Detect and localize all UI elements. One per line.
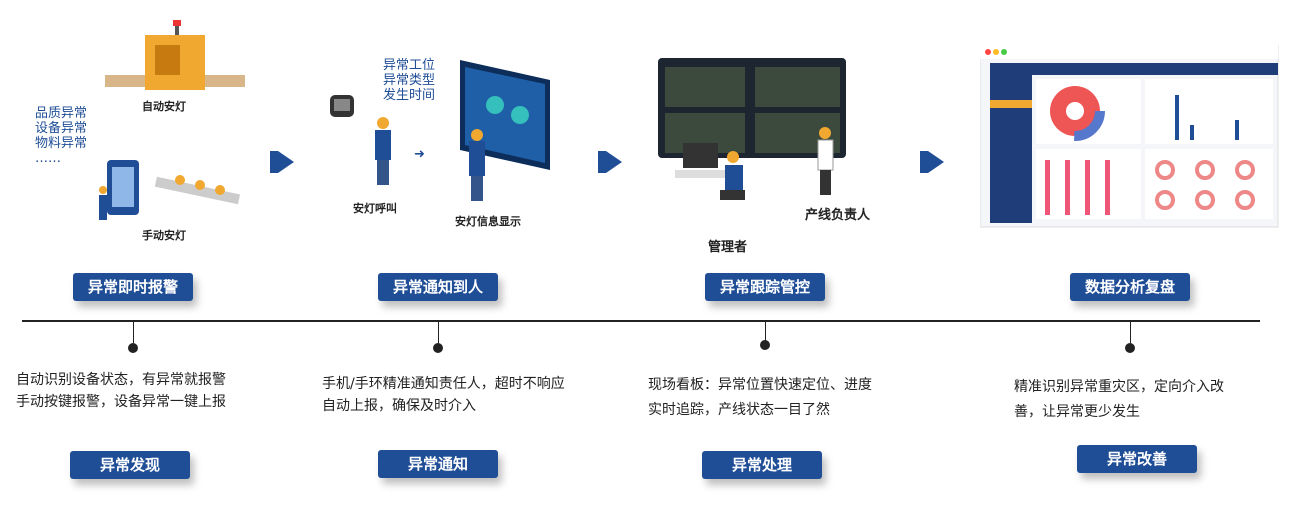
- phase-discover-button[interactable]: 异常发现: [70, 451, 190, 479]
- description-line: 精准识别异常重灾区，定向介入改善，让异常更少发生: [1014, 379, 1224, 420]
- exception-type: 品质异常: [35, 106, 88, 121]
- phase-improve-button[interactable]: 异常改善: [1077, 445, 1197, 473]
- andon-call-label: 安灯呼叫: [353, 202, 397, 215]
- timeline-line: [22, 320, 1260, 322]
- timeline-dot: [128, 343, 138, 353]
- timeline-dot: [1125, 343, 1135, 353]
- small-arrow-icon: ➜: [414, 147, 425, 162]
- exception-types-list: 品质异常 设备异常 物料异常 ……: [35, 106, 87, 166]
- description-line: 手动按键报警，设备异常一键上报: [16, 394, 226, 410]
- timeline-tick: [133, 321, 134, 343]
- stage-description: 自动识别设备状态，有异常就报警 手动按键报警，设备异常一键上报: [16, 369, 238, 413]
- timeline-dot: [433, 343, 443, 353]
- description-line: 自动识别设备状态，有异常就报警: [16, 372, 226, 388]
- manual-andon-label: 手动安灯: [142, 229, 186, 242]
- stage-description: 现场看板：异常位置快速定位、进度实时追踪，产线状态一目了然: [648, 373, 876, 423]
- timeline-tick: [765, 321, 766, 343]
- flow-arrow-icon: [920, 151, 944, 173]
- andon-display-label: 安灯信息显示: [455, 215, 521, 228]
- notify-field: 异常类型: [383, 73, 436, 88]
- exception-type: 物料异常: [35, 136, 88, 151]
- exception-type: 设备异常: [35, 121, 88, 136]
- stage-title-notify[interactable]: 异常通知到人: [378, 273, 498, 301]
- notify-field: 发生时间: [383, 88, 436, 103]
- timeline-tick: [1130, 321, 1131, 343]
- stage-description: 手机/手环精准通知责任人，超时不响应自动上报，确保及时介入: [322, 373, 572, 417]
- phase-handle-button[interactable]: 异常处理: [702, 451, 822, 479]
- notify-fields-list: 异常工位 异常类型 发生时间: [383, 58, 435, 103]
- flow-arrow-icon: [598, 151, 622, 173]
- control-room-illustration: [658, 58, 846, 200]
- description-line: 手机/手环精准通知责任人，超时不响应自动上报，确保及时介入: [322, 376, 565, 414]
- analytics-dashboard-illustration: [980, 45, 1279, 228]
- timeline-tick: [438, 321, 439, 343]
- stage-description: 精准识别异常重灾区，定向介入改善，让异常更少发生: [1014, 375, 1242, 425]
- worker-with-watch-illustration: [330, 95, 391, 185]
- notify-field: 异常工位: [383, 58, 436, 73]
- line-owner-label: 产线负责人: [805, 208, 871, 223]
- description-line: 现场看板：异常位置快速定位、进度实时追踪，产线状态一目了然: [648, 377, 872, 418]
- manual-andon-illustration: [99, 160, 241, 220]
- auto-andon-label: 自动安灯: [142, 100, 186, 113]
- flow-arrow-icon: [270, 151, 294, 173]
- auto-andon-machine-illustration: [105, 20, 245, 90]
- andon-display-illustration: [460, 60, 550, 201]
- stage-title-track[interactable]: 异常跟踪管控: [705, 273, 825, 301]
- stage-title-alarm[interactable]: 异常即时报警: [73, 273, 193, 301]
- exception-type: ……: [35, 151, 61, 166]
- manager-label: 管理者: [708, 240, 748, 255]
- stage-title-analysis[interactable]: 数据分析复盘: [1070, 273, 1190, 301]
- timeline-dot: [760, 340, 770, 350]
- phase-notify-button[interactable]: 异常通知: [378, 450, 498, 478]
